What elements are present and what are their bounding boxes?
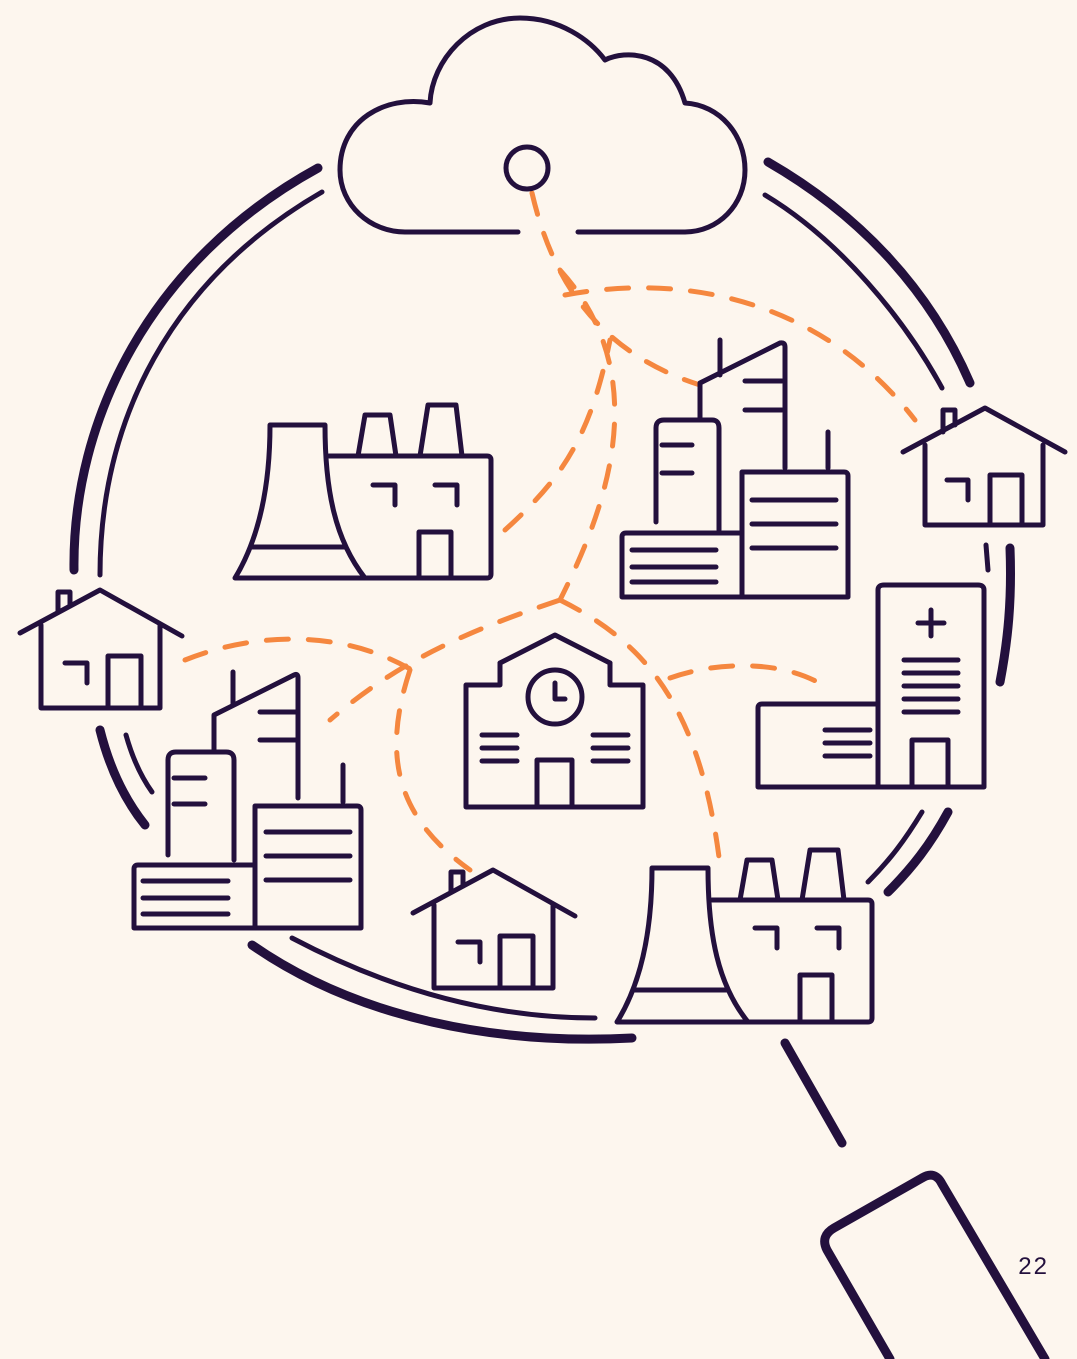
- lens-arc-left-inner: [126, 735, 152, 792]
- house-icon: [413, 870, 575, 988]
- connection-factory-center: [505, 340, 610, 530]
- lens-arc-bottom-right-inner: [868, 812, 922, 882]
- cloud-node: [506, 147, 548, 189]
- power-plant-icon: [617, 850, 872, 1022]
- lens-arc-bottom: [252, 945, 632, 1039]
- house-icon: [20, 590, 182, 708]
- page-number: 22: [1018, 1253, 1049, 1281]
- magnifier-neck: [785, 1043, 842, 1143]
- connection-center-factory: [560, 600, 720, 865]
- cloud-icon: [340, 18, 745, 232]
- magnifier-handle: [825, 1175, 1045, 1359]
- office-buildings-icon: [622, 340, 848, 597]
- lens-arc-bottom-inner: [292, 938, 595, 1018]
- lens-arc-left: [100, 730, 145, 825]
- lens-arc-right: [1000, 548, 1011, 682]
- lens-arc-top-left: [74, 168, 318, 570]
- connection-hospital: [670, 666, 830, 690]
- connection-center-left: [330, 600, 560, 720]
- connection-lines: [185, 193, 915, 870]
- connection-house-left: [185, 639, 420, 675]
- connection-cloud-center: [560, 270, 615, 600]
- house-icon: [903, 408, 1065, 525]
- hospital-icon: [758, 585, 984, 787]
- power-plant-icon: [235, 405, 491, 578]
- connection-arc-top: [565, 288, 915, 420]
- school-icon: [466, 635, 643, 807]
- lens-arc-top-right: [768, 162, 970, 383]
- connection-center-bottom: [397, 670, 471, 870]
- office-buildings-icon: [134, 672, 361, 928]
- lens-arc-right-inner: [986, 545, 988, 570]
